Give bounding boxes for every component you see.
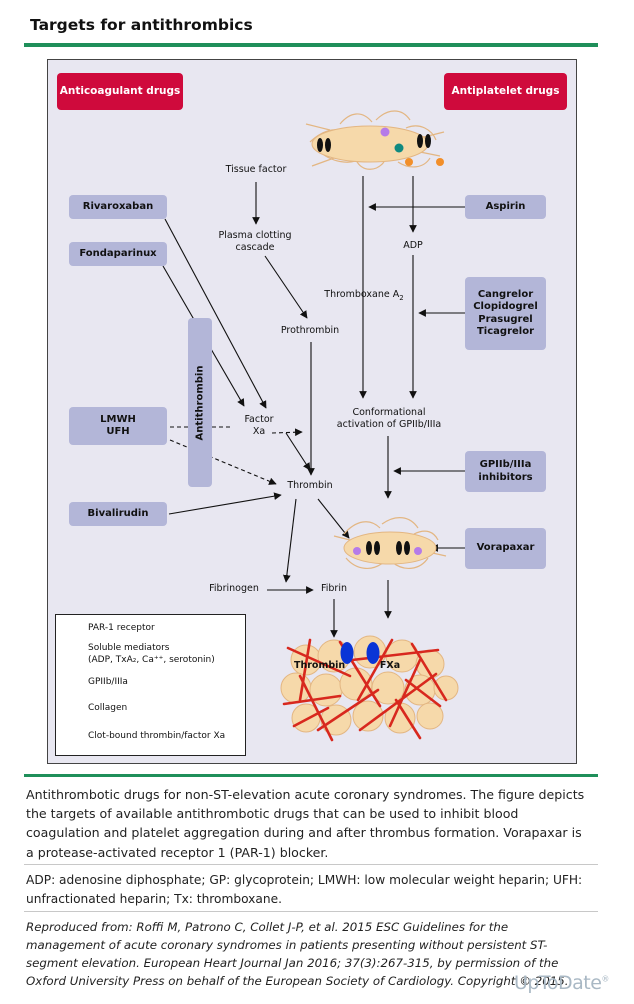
- abbreviations: ADP: adenosine diphosphate; GP: glycopro…: [26, 873, 583, 906]
- node-tissue-factor: Tissue factor: [225, 164, 287, 175]
- drug-prasugrel: Prasugrel: [478, 313, 533, 325]
- drug-p2y12-inhibitors: Cangrelor Clopidogrel Prasugrel Ticagrel…: [465, 277, 546, 350]
- arrow-rivaroxaban-to-xa: [164, 218, 267, 409]
- drug-lmwh-ufh: LMWH UFH: [69, 407, 167, 445]
- node-fibrin: Fibrin: [320, 583, 347, 594]
- dashed-lmwh-to-thrombin: [169, 439, 277, 485]
- figure-caption: Antithrombotic drugs for non-ST-elevatio…: [26, 787, 585, 860]
- thrombus-clot-icon: [280, 635, 459, 742]
- anticoagulant-drugs-header: Anticoagulant drugs: [57, 73, 183, 110]
- clot-thrombin-label: Thrombin: [294, 660, 346, 671]
- page-title: Targets for antithrombics: [30, 16, 253, 34]
- separator-1: [24, 864, 598, 865]
- drug-rivaroxaban: Rivaroxaban: [69, 195, 167, 219]
- arrow-bivalirudin-to-thrombin: [168, 492, 282, 515]
- clot-fxa-label: FXa: [379, 660, 401, 671]
- node-prothrombin: Prothrombin: [280, 325, 340, 336]
- node-plasma-cascade: Plasma clotting cascade: [218, 230, 292, 253]
- antiplatelet-drugs-header: Antiplatelet drugs: [444, 73, 567, 110]
- node-adp: ADP: [403, 240, 423, 251]
- node-thromboxane: Thromboxane A2: [324, 289, 404, 302]
- drug-fondaparinux: Fondaparinux: [69, 242, 167, 266]
- node-conformational-activation: Conformational activation of GPIIb/IIIa: [336, 407, 442, 430]
- legend: PAR-1 receptor Soluble mediators (ADP, T…: [55, 614, 246, 756]
- drug-vorapaxar: Vorapaxar: [465, 528, 546, 569]
- arrow-xa-to-thrombin: [285, 432, 311, 471]
- reproduced-credit: Reproduced from: Roffi M, Patrono C, Col…: [26, 920, 569, 988]
- arrow-cascade-to-prothrombin: [264, 255, 308, 319]
- arrow-thrombin-to-platelet: [317, 498, 350, 539]
- drug-ticagrelor: Ticagrelor: [476, 326, 535, 337]
- node-fibrinogen: Fibrinogen: [209, 583, 259, 594]
- drug-lmwh: LMWH: [100, 413, 136, 425]
- drug-gp-inhibitors: GPIIb/IIIa inhibitors: [465, 451, 546, 492]
- drug-ufh: UFH: [106, 426, 130, 437]
- drug-cangrelor: Cangrelor: [477, 288, 534, 300]
- drug-bivalirudin: Bivalirudin: [69, 502, 167, 526]
- separator-2: [24, 911, 598, 912]
- node-factor-xa: Factor Xa: [244, 414, 274, 437]
- drug-antithrombin: Antithrombin: [188, 318, 212, 487]
- node-thrombin: Thrombin: [287, 480, 333, 491]
- uptodate-logo: UpToDate®: [514, 972, 609, 994]
- drug-aspirin: Aspirin: [465, 195, 546, 219]
- caption-divider: [24, 774, 598, 777]
- activated-platelet-mid-icon: [333, 517, 447, 569]
- arrow-thrombin-to-fibrinogen: [283, 498, 297, 583]
- dashed-xa-to-xa: [271, 428, 303, 437]
- title-divider: [24, 43, 598, 47]
- drug-clopidogrel: Clopidogrel: [473, 301, 538, 312]
- activated-platelet-top-icon: [305, 110, 445, 170]
